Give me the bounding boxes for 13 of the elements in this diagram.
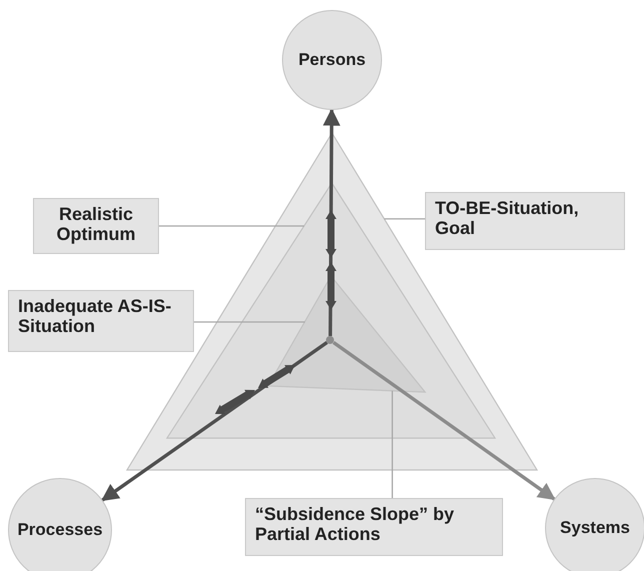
callout-box: Realistic Optimum — [33, 198, 159, 254]
callout-box: Inadequate AS-IS-Situation — [8, 290, 194, 352]
category-circle: Processes — [8, 478, 112, 571]
leader-line — [159, 225, 304, 227]
callout-box: TO-BE-Situation, Goal — [425, 192, 625, 250]
callout-box: “Subsidence Slope” by Partial Actions — [245, 498, 503, 556]
category-circle: Systems — [545, 478, 644, 571]
leader-line — [392, 390, 393, 498]
arrow — [332, 340, 556, 501]
leader-line — [384, 218, 425, 220]
leader-line — [194, 321, 305, 323]
category-circle: Persons — [282, 10, 382, 110]
arrow — [101, 340, 328, 502]
